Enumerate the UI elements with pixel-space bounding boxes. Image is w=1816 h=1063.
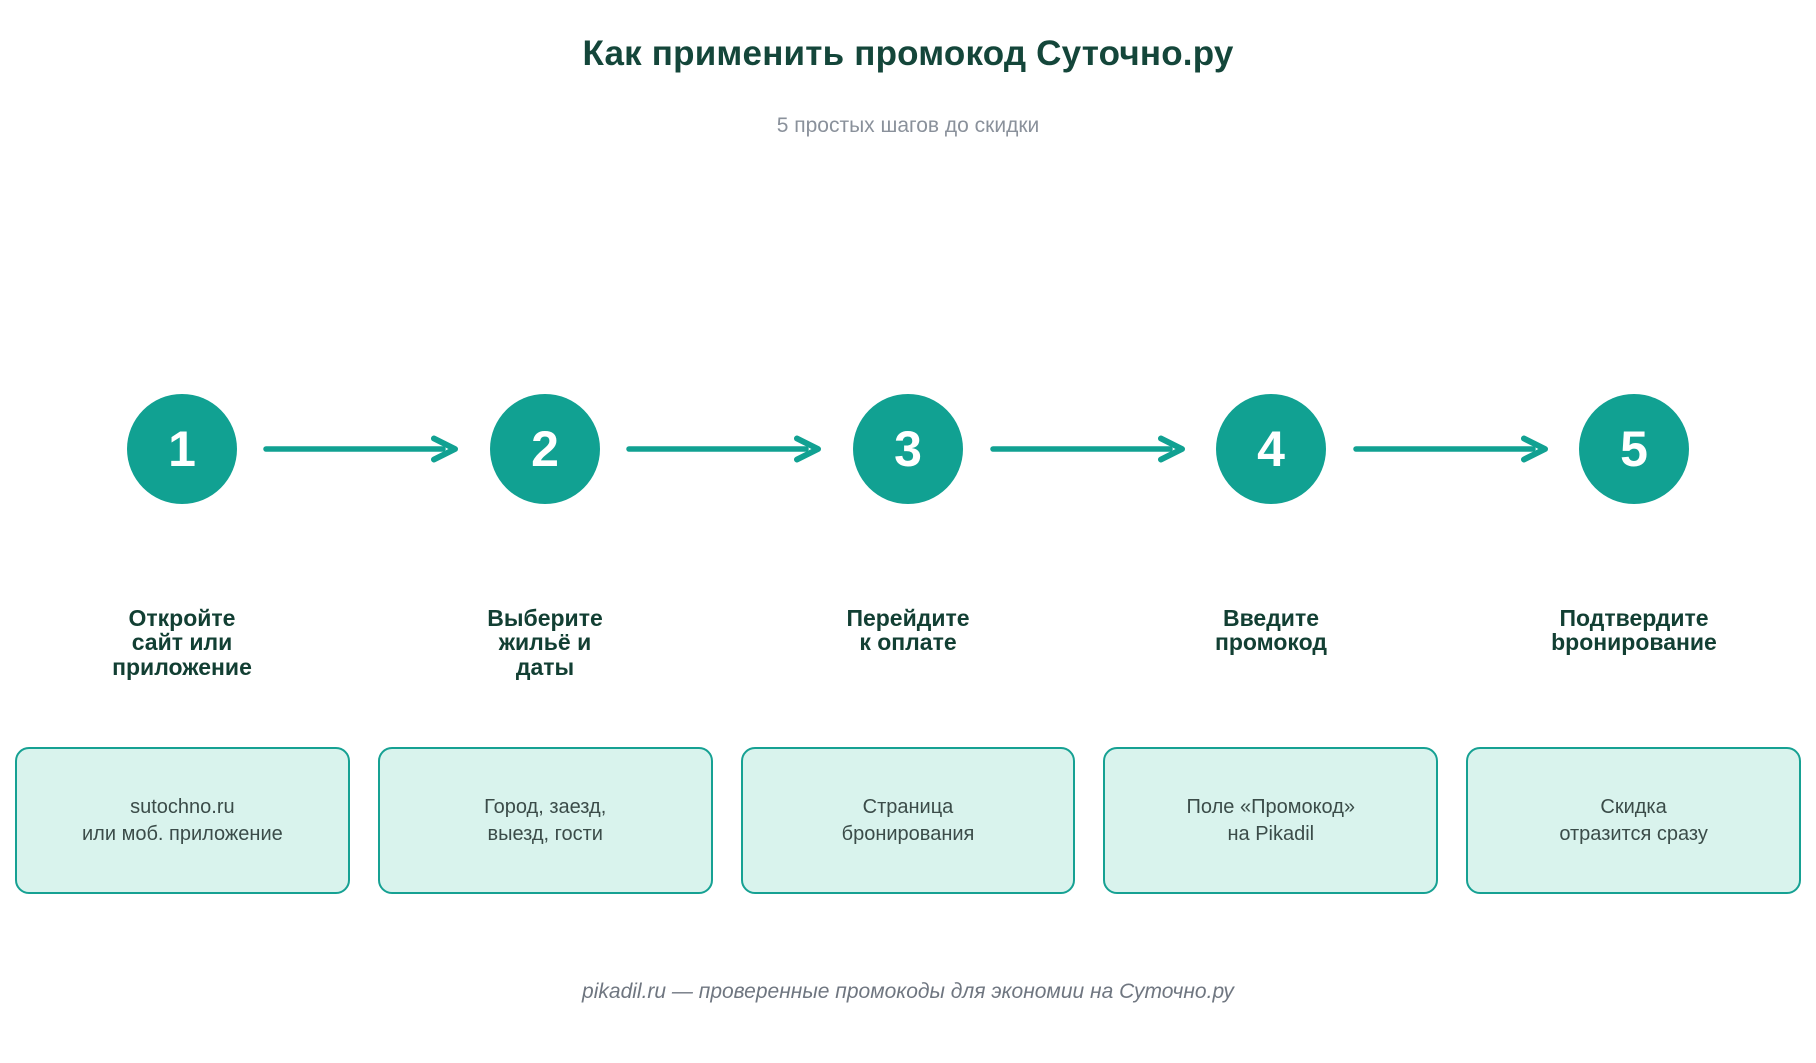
step-label-1: Откройте сайт или приложение (112, 605, 252, 680)
step-circle-3: 3 (853, 394, 963, 504)
step-box-2: Город, заезд, выезд, гости (377, 747, 713, 894)
step-box-4: Поле «Промокод» на Pikadil (1103, 747, 1439, 894)
step-circle-2: 2 (490, 394, 600, 504)
step-circle-5: 5 (1579, 394, 1689, 504)
step-box-3: Страница бронирования (740, 747, 1076, 894)
arrow-right-icon (1353, 435, 1548, 463)
footer-note: pikadil.ru — проверенные промокоды для э… (582, 980, 1234, 1003)
step-circle-4: 4 (1216, 394, 1326, 504)
page-subtitle: 5 простых шагов до скидки (776, 114, 1040, 137)
step-number-3: 3 (894, 421, 922, 477)
step-label-5: Подтвердите bронирование (1551, 605, 1717, 656)
step-label-3: Перейдите к оплате (846, 605, 970, 656)
step-number-2: 2 (531, 421, 559, 477)
step-label-4: Введите промокод (1214, 605, 1327, 656)
step-number-4: 4 (1257, 421, 1285, 477)
arrow-right-icon (626, 435, 821, 463)
step-circle-1: 1 (127, 394, 237, 504)
step-boxes-row: sutochno.ru или моб. приложение Город, з… (15, 747, 1801, 894)
step-number-1: 1 (168, 421, 196, 477)
step-box-1: sutochno.ru или моб. приложение (15, 747, 350, 894)
step-box-5: Скидка отразится сразу (1466, 747, 1801, 894)
arrow-right-icon (263, 435, 458, 463)
arrow-right-icon (990, 435, 1185, 463)
step-number-5: 5 (1620, 421, 1648, 477)
page-title: Как применить промокод Суточно.ру (582, 34, 1234, 73)
step-label-2: Выберите жильё и даты (487, 605, 603, 680)
